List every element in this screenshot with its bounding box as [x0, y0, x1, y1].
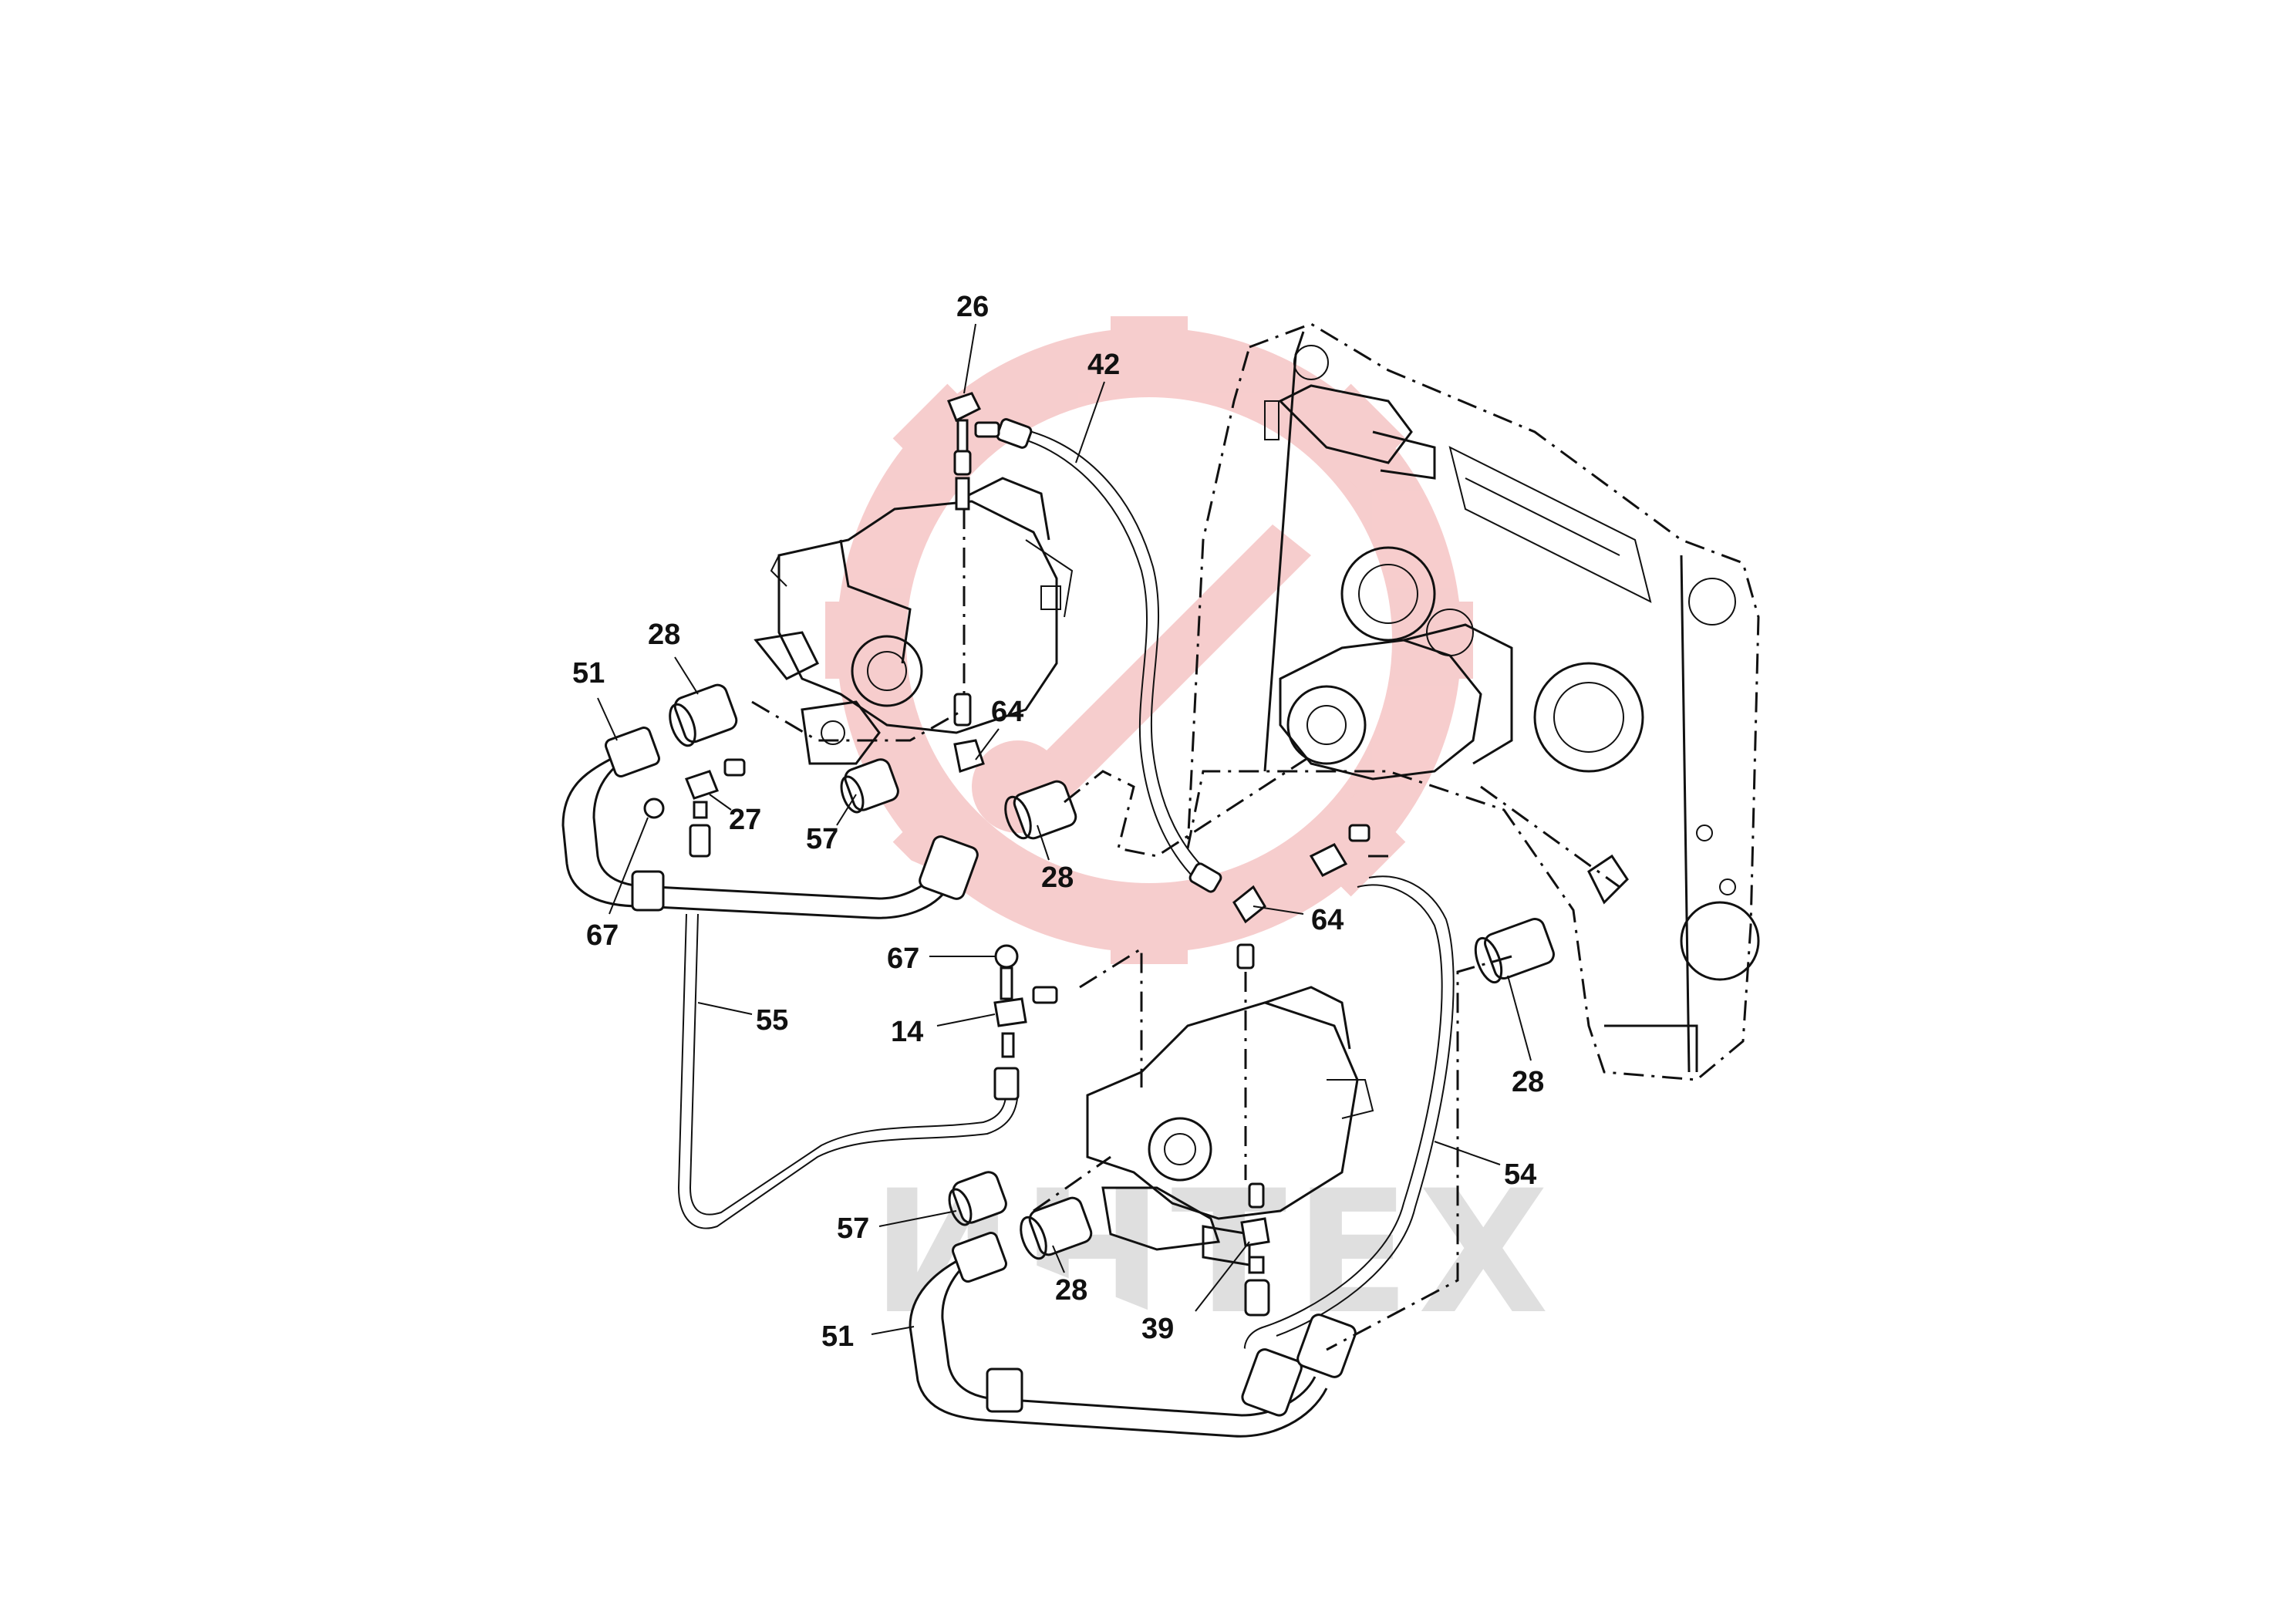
callout-57-lower: 57 [837, 1210, 957, 1245]
svg-text:26: 26 [956, 291, 989, 323]
upper-hydraulic-pump [754, 477, 1074, 765]
svg-text:57: 57 [837, 1212, 869, 1245]
svg-text:64: 64 [991, 696, 1023, 728]
svg-text:28: 28 [1041, 862, 1074, 894]
svg-text:51: 51 [821, 1320, 854, 1353]
svg-text:51: 51 [572, 657, 605, 690]
callout-28-lower: 28 [1052, 1245, 1087, 1307]
transmission-housing [1186, 322, 1760, 1081]
callout-42: 42 [1075, 349, 1120, 464]
callout-26: 26 [956, 291, 989, 394]
svg-text:42: 42 [1087, 349, 1120, 381]
callout-28-right: 28 [1507, 975, 1544, 1098]
callout-67-lower: 67 [887, 943, 995, 975]
svg-text:54: 54 [1504, 1158, 1536, 1191]
svg-text:55: 55 [756, 1004, 788, 1037]
callout-57-upper: 57 [806, 794, 857, 855]
svg-text:57: 57 [806, 823, 838, 855]
svg-text:27: 27 [729, 804, 761, 836]
callout-55: 55 [697, 1002, 788, 1037]
callout-39: 39 [1141, 1241, 1250, 1345]
callout-28-mid: 28 [1037, 824, 1074, 894]
callout-27: 27 [709, 794, 761, 836]
fitting-28-mid [1004, 780, 1077, 840]
svg-text:67: 67 [887, 943, 919, 975]
fitting-28-upper-left [669, 683, 738, 747]
callout-64-upper: 64 [975, 696, 1023, 760]
callout-67-upper: 67 [586, 817, 649, 952]
watermark-wrench [1026, 524, 1311, 802]
callout-54: 54 [1434, 1141, 1536, 1191]
lower-hydraulic-pump [1086, 986, 1374, 1266]
callout-51-upper: 51 [572, 657, 618, 741]
svg-text:28: 28 [1055, 1274, 1087, 1307]
callout-14: 14 [891, 1013, 996, 1048]
fitting-28-lower [1020, 1196, 1093, 1260]
svg-text:39: 39 [1141, 1313, 1174, 1345]
svg-text:28: 28 [1512, 1066, 1544, 1098]
callout-28-upper-left: 28 [648, 619, 699, 695]
svg-text:64: 64 [1311, 904, 1344, 936]
small-fittings [643, 392, 1371, 1317]
fitting-57-lower [948, 1171, 1007, 1226]
callout-labels: 26 42 28 51 64 27 57 28 [572, 291, 1544, 1353]
dash-dot-connectors [751, 509, 1620, 1351]
fitting-57-upper [840, 758, 899, 814]
svg-text:67: 67 [586, 919, 619, 952]
svg-text:28: 28 [648, 619, 680, 651]
callout-51-lower: 51 [821, 1320, 915, 1353]
hose-lines [561, 418, 1555, 1438]
callout-64-right: 64 [1253, 904, 1344, 936]
fitting-28-right [1474, 918, 1555, 984]
svg-text:14: 14 [891, 1016, 923, 1048]
